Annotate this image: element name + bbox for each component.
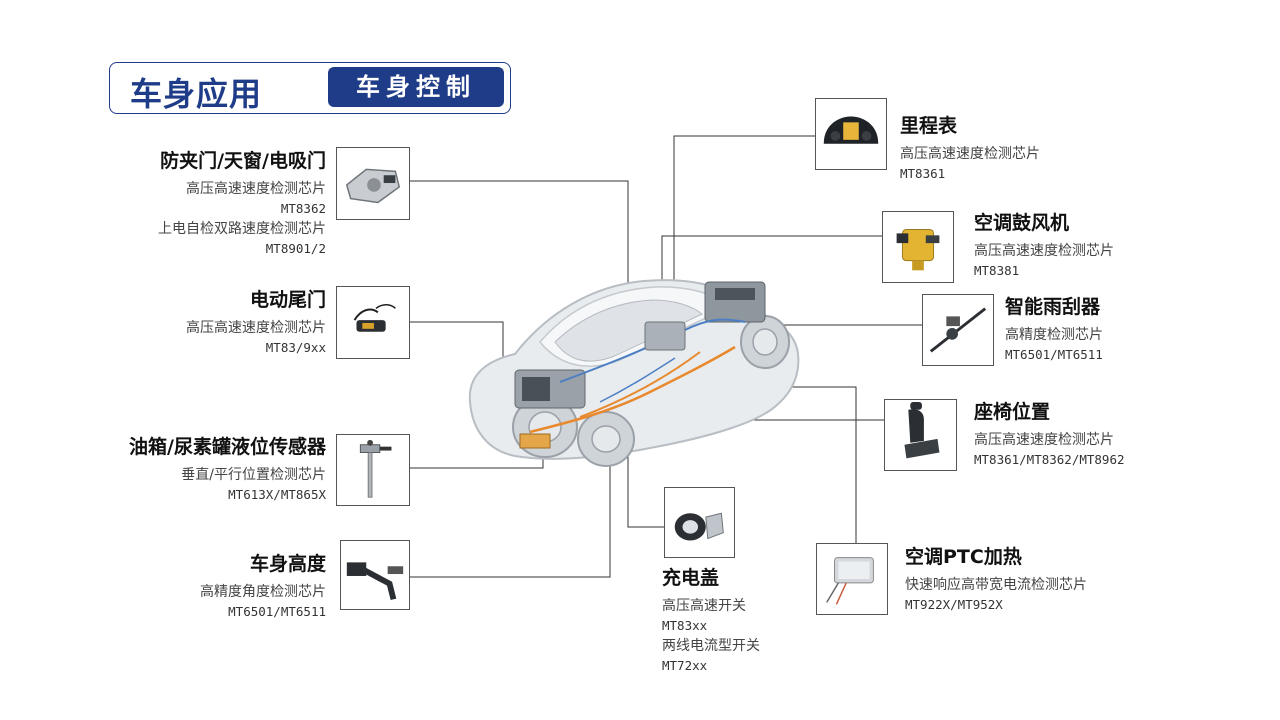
header-box: 车身应用 车身控制 (109, 62, 511, 114)
label-door-line1: 高压高速速度检测芯片 (186, 180, 326, 197)
label-tailgate-line2: MT83/9xx (265, 339, 326, 355)
label-door-line2: MT8362 (280, 200, 326, 216)
label-door: 防夹门/天窗/电吸门 高压高速速度检测芯片 MT8362 上电自检双路速度检测芯… (60, 150, 326, 259)
label-tank: 油箱/尿素罐液位传感器 垂直/平行位置检测芯片 MT613X/MT865X (40, 436, 326, 505)
wiper-image (922, 294, 994, 366)
label-tank-line1: 垂直/平行位置检测芯片 (181, 466, 326, 483)
label-charge-line2: MT83xx (662, 617, 708, 633)
blower-image (882, 211, 954, 283)
height-sensor-image (340, 540, 410, 610)
label-charge-line3: 两线电流型开关 (662, 637, 760, 654)
label-tailgate-title: 电动尾门 (249, 289, 326, 311)
label-blower: 空调鼓风机 高压高速速度检测芯片 MT8381 (974, 212, 1194, 281)
label-seat-title: 座椅位置 (974, 401, 1051, 423)
ptc-heater-image (816, 543, 888, 615)
label-tailgate-line1: 高压高速速度检测芯片 (186, 319, 326, 336)
car-illustration (468, 279, 800, 467)
label-ptc-line1: 快速响应高带宽电流检测芯片 (905, 576, 1087, 593)
label-wiper-title: 智能雨刮器 (1005, 296, 1101, 318)
label-seat-line1: 高压高速速度检测芯片 (974, 431, 1114, 448)
orange-harness (529, 345, 736, 434)
page-title: 车身应用 (130, 75, 263, 113)
label-odometer-title: 里程表 (900, 115, 958, 137)
label-tailgate: 电动尾门 高压高速速度检测芯片 MT83/9xx (60, 289, 326, 358)
label-charge: 充电盖 高压高速开关 MT83xx 两线电流型开关 MT72xx (662, 567, 862, 676)
label-height: 车身高度 高精度角度检测芯片 MT6501/MT6511 (60, 553, 326, 622)
label-door-title: 防夹门/天窗/电吸门 (160, 150, 326, 172)
label-ptc: 空调PTC加热 快速响应高带宽电流检测芯片 MT922X/MT952X (905, 546, 1165, 615)
label-ptc-line2: MT922X/MT952X (905, 596, 1003, 612)
tailgate-sensor-image (336, 286, 410, 359)
seat-image (884, 399, 957, 471)
label-wiper-line1: 高精度检测芯片 (1005, 326, 1103, 343)
label-tank-title: 油箱/尿素罐液位传感器 (129, 436, 326, 458)
odometer-image (815, 98, 887, 170)
label-blower-line2: MT8381 (974, 262, 1020, 278)
label-height-title: 车身高度 (249, 553, 326, 575)
label-odometer-line1: 高压高速速度检测芯片 (900, 145, 1040, 162)
label-seat: 座椅位置 高压高速速度检测芯片 MT8361/MT8362/MT8962 (974, 401, 1214, 470)
label-tank-line2: MT613X/MT865X (228, 486, 326, 502)
label-door-line3: 上电自检双路速度检测芯片 (158, 220, 326, 237)
label-height-line1: 高精度角度检测芯片 (200, 583, 326, 600)
label-odometer-line2: MT8361 (900, 165, 946, 181)
label-charge-line1: 高压高速开关 (662, 597, 746, 614)
label-door-line4: MT8901/2 (265, 240, 326, 256)
label-seat-line2: MT8361/MT8362/MT8962 (974, 451, 1125, 467)
label-blower-line1: 高压高速速度检测芯片 (974, 242, 1114, 259)
label-charge-line4: MT72xx (662, 657, 708, 673)
label-charge-title: 充电盖 (662, 567, 720, 589)
label-height-line2: MT6501/MT6511 (228, 603, 326, 619)
charge-flap-image (664, 487, 735, 558)
label-wiper: 智能雨刮器 高精度检测芯片 MT6501/MT6511 (1005, 296, 1225, 365)
label-ptc-title: 空调PTC加热 (905, 546, 1022, 568)
label-wiper-line2: MT6501/MT6511 (1005, 346, 1103, 362)
car-window (554, 299, 703, 362)
section-badge: 车身控制 (328, 67, 504, 107)
label-odometer: 里程表 高压高速速度检测芯片 MT8361 (900, 115, 1120, 184)
level-sensor-image (336, 434, 410, 506)
door-latch-image (336, 147, 410, 220)
label-blower-title: 空调鼓风机 (974, 212, 1070, 234)
